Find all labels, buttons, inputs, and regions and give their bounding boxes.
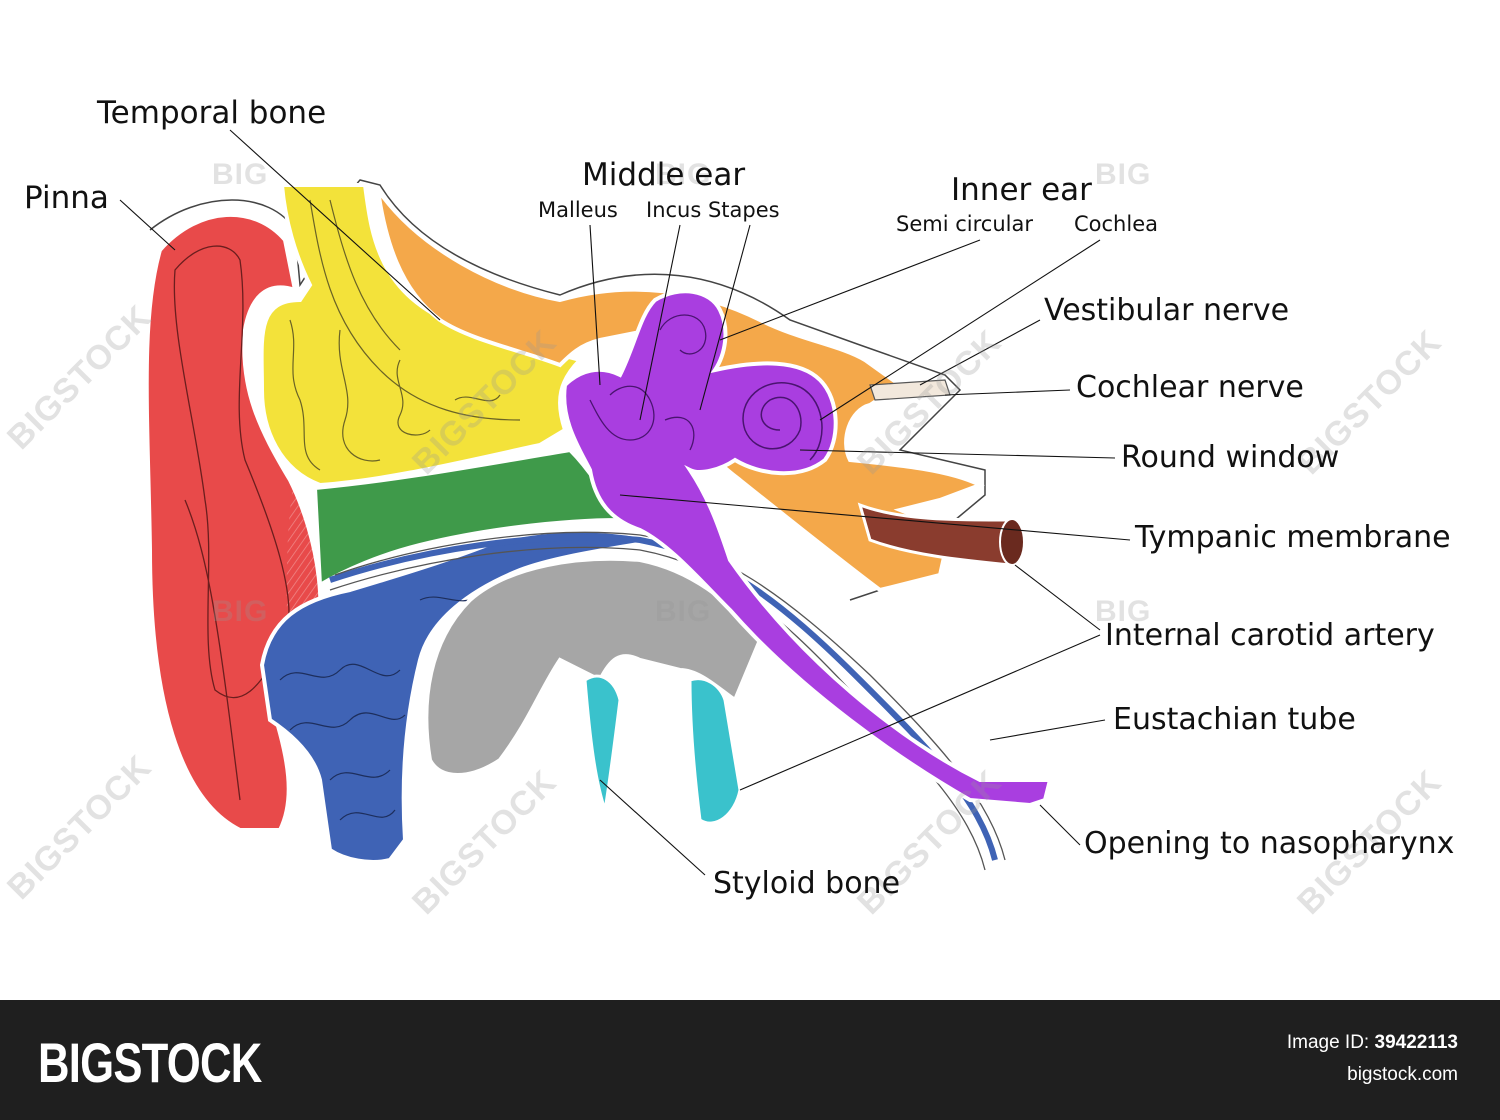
styloid-right-shape <box>688 677 742 825</box>
brand-logo: BIGSTOCK <box>38 1031 262 1094</box>
label-eustachian-tube: Eustachian tube <box>1113 702 1356 737</box>
styloid-left-shape <box>583 674 622 811</box>
ear-anatomy-diagram <box>119 129 1131 876</box>
image-id-label: Image ID: <box>1286 1032 1370 1053</box>
label-styloid-bone: Styloid bone <box>713 866 901 901</box>
label-temporal-bone: Temporal bone <box>97 95 327 131</box>
lower-bone-texture <box>279 588 541 821</box>
label-inner-ear: Inner ear <box>951 172 1092 208</box>
label-incus-stapes: Incus Stapes <box>646 198 780 222</box>
label-internal-carotid-artery: Internal carotid artery <box>1105 618 1435 653</box>
outer-outline <box>149 179 986 601</box>
label-vestibular-nerve: Vestibular nerve <box>1044 293 1290 328</box>
cochlea-spiral <box>742 382 823 461</box>
label-opening-to-nasopharynx: Opening to nasopharynx <box>1084 826 1455 861</box>
label-semi-circular: Semi circular <box>896 212 1033 236</box>
ossicles-outline <box>589 314 707 451</box>
label-round-window: Round window <box>1121 440 1340 475</box>
image-id: Image ID: 39422113 <box>1287 1032 1458 1054</box>
leader-lines <box>119 129 1131 876</box>
site-url: bigstock.com <box>1347 1064 1458 1085</box>
artery-opening <box>999 518 1025 566</box>
lower-temporal-bone-shape <box>259 528 661 864</box>
middle-region-shape <box>424 556 763 777</box>
footer-bar: BIGSTOCK Image ID: 39422113 bigstock.com <box>0 1000 1500 1120</box>
label-cochlea: Cochlea <box>1074 212 1158 236</box>
temporal-bone-texture <box>289 199 521 471</box>
image-id-value: 39422113 <box>1374 1032 1459 1053</box>
label-tympanic-membrane: Tympanic membrane <box>1135 520 1451 555</box>
label-cochlear-nerve: Cochlear nerve <box>1076 370 1304 405</box>
label-middle-ear: Middle ear <box>582 157 746 193</box>
label-malleus: Malleus <box>538 198 618 222</box>
label-pinna: Pinna <box>24 180 109 216</box>
